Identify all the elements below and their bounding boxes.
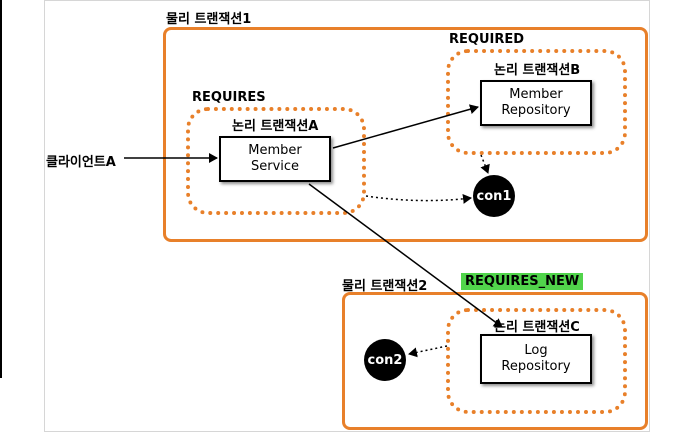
logical-tx-b-box xyxy=(446,49,627,155)
physical-tx1-label: 물리 트랜잭션1 xyxy=(166,12,252,27)
con1-connection-node: con1 xyxy=(473,175,515,217)
physical-tx2-label: 물리 트랜잭션2 xyxy=(342,279,428,294)
service-to-con1-dotted xyxy=(365,193,472,204)
logical-tx-c-box xyxy=(446,308,627,414)
logical-tx-a-box xyxy=(186,107,366,215)
service-to-member-repo-arrow xyxy=(332,104,479,149)
requires-label: REQUIRES xyxy=(192,90,266,105)
member-repository-box: Member Repository xyxy=(480,80,592,126)
member-service-box: Member Service xyxy=(219,136,331,182)
physical-tx1-box xyxy=(163,27,648,242)
left-edge-bar xyxy=(0,0,2,378)
log-repository-box: Log Repository xyxy=(480,334,592,384)
logical-tx-c-label: 논리 트랜잭션C xyxy=(494,320,580,335)
requires-new-badge: REQUIRES_NEW xyxy=(461,273,584,290)
required-label: REQUIRED xyxy=(449,32,525,47)
log-repo-to-con2-dotted xyxy=(408,345,448,358)
diagram-frame xyxy=(44,0,650,432)
logical-tx-a-label: 논리 트랜잭션A xyxy=(232,119,319,134)
service-to-log-repo-arrow xyxy=(308,183,503,328)
physical-tx2-box xyxy=(342,292,648,430)
con2-connection-node: con2 xyxy=(364,339,406,381)
client-label: 클라이언트A xyxy=(46,155,116,170)
logical-tx-b-label: 논리 트랜잭션B xyxy=(494,63,581,78)
member-repo-to-con1-dotted xyxy=(480,154,490,174)
